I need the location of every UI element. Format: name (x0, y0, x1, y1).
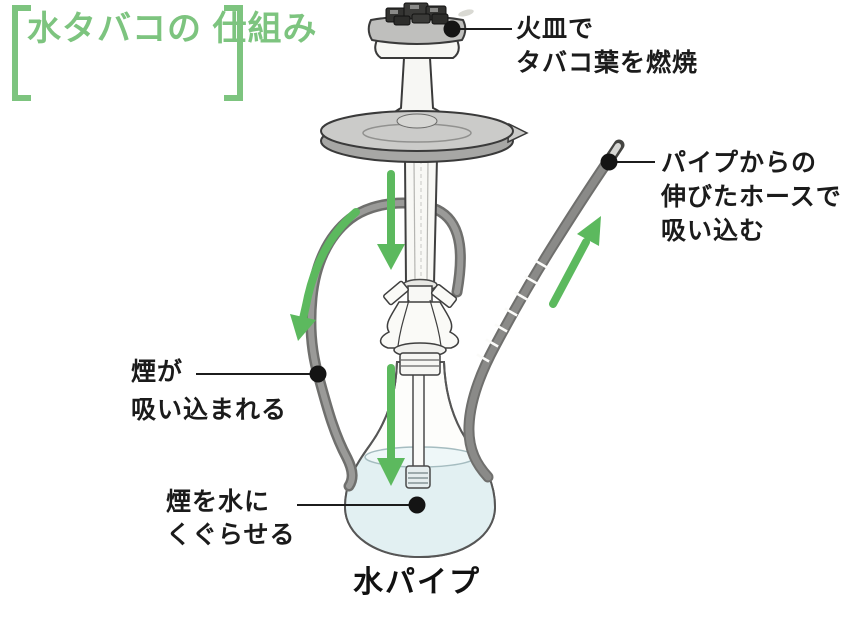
water-label-line2: くぐらせる (166, 521, 296, 549)
hose-label: パイプからの 伸びたホースで 吸い込む (661, 146, 842, 248)
smoke-down-arrow-top (377, 170, 405, 270)
title-bracket-left-icon (12, 5, 31, 101)
smoke-wisp (458, 9, 474, 17)
hose-label-line1: パイプからの (661, 149, 818, 177)
water-label-line1: 煙を水に (166, 488, 271, 516)
bowl-label-line1: 火皿で (516, 15, 595, 43)
leader-mouthpiece (600, 153, 655, 171)
bowl-label: 火皿で タバコ葉を燃焼 (516, 12, 698, 80)
hose-label-line2: 伸びたホースで (661, 183, 842, 211)
hose-label-line3: 吸い込む (661, 217, 766, 245)
hose-twist-texture (476, 259, 548, 363)
smoke-down-arrow-water (377, 364, 405, 486)
anchor-dot-mouthpiece (600, 153, 618, 171)
title-bracket-right-icon (224, 5, 243, 101)
downstem (405, 373, 431, 489)
right-hose-pipe (463, 139, 625, 483)
anchor-dot-hose (309, 365, 327, 383)
page-title: 水タバコの 仕組み (27, 6, 317, 53)
smoke-curve-arrow-hose (290, 208, 360, 341)
leader-bowl (443, 20, 512, 38)
anchor-dot-water (408, 496, 426, 514)
downstem-fitting (405, 465, 431, 489)
leader-water (297, 496, 426, 514)
leader-lines (196, 20, 655, 514)
charcoal-chunks (385, 2, 449, 26)
page-title-line1: 水タバコの (27, 10, 202, 48)
smoke-label-line2: 吸い込まれる (131, 396, 288, 424)
smoke-label-line1: 煙が (131, 358, 184, 386)
smoke-label: 煙が 吸い込まれる (131, 353, 287, 429)
stem-fitting (379, 280, 460, 376)
inhale-up-arrow (549, 216, 601, 308)
hose-port-left (383, 280, 409, 306)
ash-tray (320, 110, 529, 163)
stem-tube (402, 157, 439, 292)
pipe-caption: 水パイプ (353, 566, 481, 599)
bowl-label-line2: タバコ葉を燃焼 (516, 49, 699, 77)
flow-arrows (290, 170, 601, 486)
hose-port-right (430, 283, 458, 309)
bowl-assembly (320, 2, 529, 163)
anchor-dot-bowl (443, 20, 461, 38)
water-label: 煙を水に くぐらせる (166, 486, 296, 552)
leader-smoke (196, 365, 327, 383)
page-title-line2: 仕組み (212, 10, 318, 48)
bowl-base (374, 39, 460, 59)
ring-collar (393, 342, 447, 376)
